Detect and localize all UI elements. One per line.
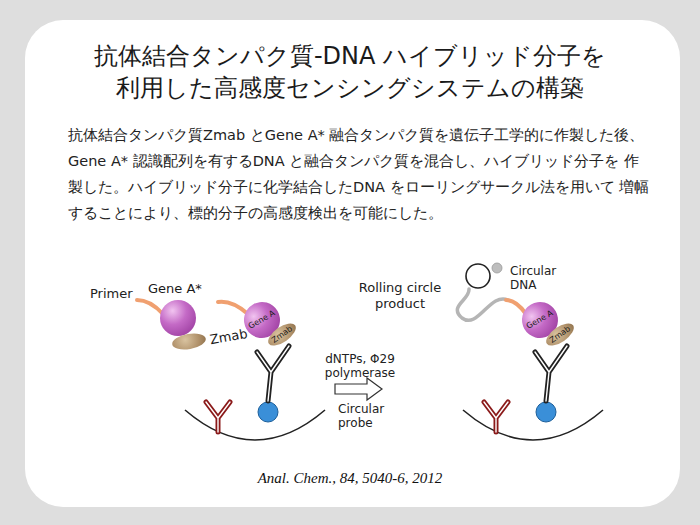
antibody-inner-line [206,402,230,432]
primer-strand [218,302,248,314]
surface-well [463,410,603,440]
capture-antibody [206,402,230,432]
node-text: Gene A* [148,281,202,296]
body-text: 抗体結合タンパク質Zmab とGene A* 融合タンパク質を遺伝子工学的に作製… [68,122,652,226]
citation: Anal. Chem., 84, 5040-6, 2012 [150,470,550,487]
target-molecule [258,402,278,422]
primer-strand [137,300,163,314]
part-label: Rolling circle product [345,280,455,312]
reagent-label: Circular probe [338,402,400,430]
rolling-circle-product-strand [457,289,508,320]
bound-probe-dot [492,263,502,273]
detection-antibody [257,346,289,401]
part-label: Primer [90,286,133,302]
fusion-protein-gene-a: Gene A* [160,300,196,336]
surface-well [185,410,325,440]
antibody-inner-line [535,346,567,401]
node-text: Gene A [247,308,277,331]
antibody-inner-line [484,402,508,432]
antibody-inner-line [257,346,289,401]
detection-antibody [535,346,567,401]
target-molecule [536,402,556,422]
part-label: Circular DNA [510,264,572,292]
reagent-label: dNTPs, Φ29 polymerase [312,352,408,380]
capture-antibody [484,402,508,432]
node-text: Gene A [525,308,555,331]
circular-dna [466,264,490,288]
title: 抗体結合タンパク質-DNA ハイブリッド分子を 利用した高感度センシングシステム… [60,40,640,104]
process-arrow [335,378,382,400]
